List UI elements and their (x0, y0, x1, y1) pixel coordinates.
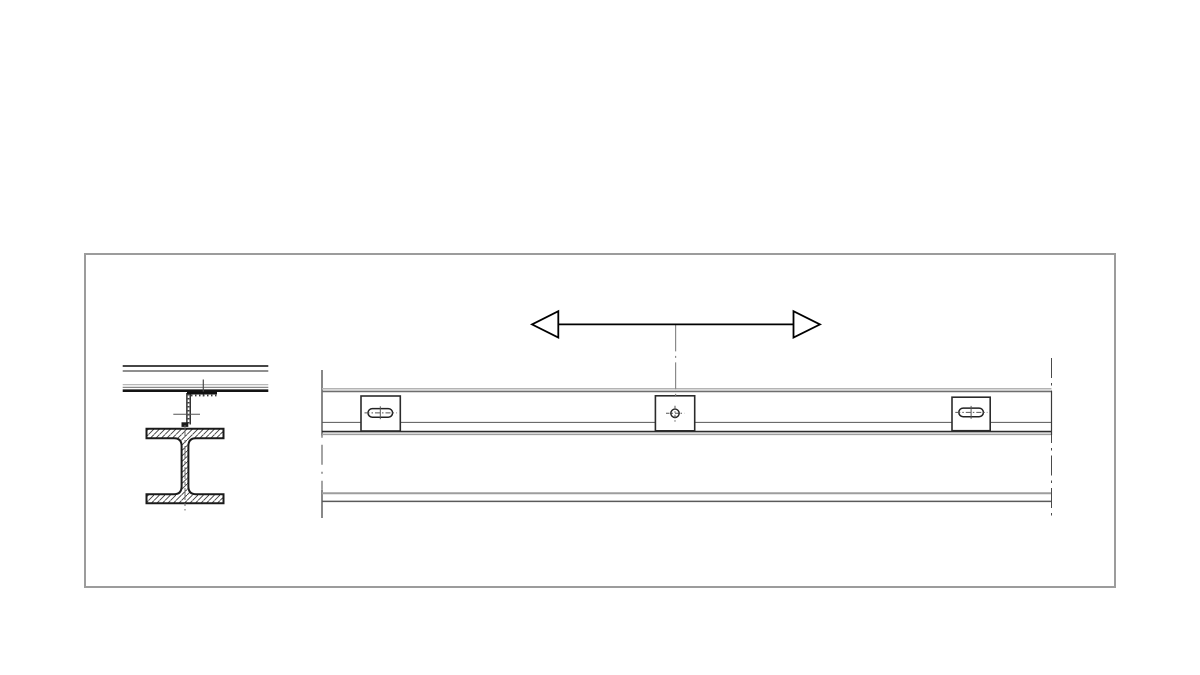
dimension-arrowhead-right (792, 309, 823, 340)
drawing-frame (84, 253, 1116, 588)
primitives-root (84, 253, 1116, 588)
ibeam-section (145, 427, 225, 505)
bracket-weld-block (181, 422, 189, 427)
dimension-arrowhead-left (529, 309, 560, 340)
